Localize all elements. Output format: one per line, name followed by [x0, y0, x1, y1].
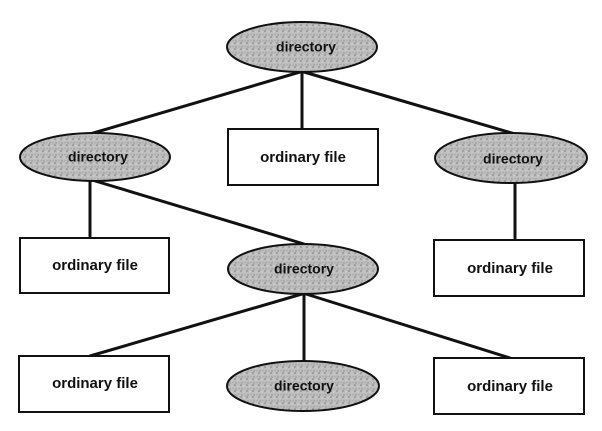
- file-node-bottom-right: ordinary file: [433, 357, 585, 415]
- edge-dir-middle-to-file-bottom-left: [88, 292, 304, 358]
- directory-node-left: directory: [19, 132, 171, 182]
- node-label: ordinary file: [52, 257, 138, 274]
- file-node-left-child: ordinary file: [19, 237, 170, 294]
- edge-root-to-dir-left: [88, 70, 302, 136]
- directory-node-bottom: directory: [226, 360, 380, 412]
- file-node-bottom-left: ordinary file: [18, 355, 170, 413]
- file-node-right-child: ordinary file: [433, 239, 585, 297]
- node-label: directory: [483, 151, 543, 167]
- directory-node-middle: directory: [227, 243, 379, 295]
- node-label: ordinary file: [467, 378, 553, 395]
- directory-node-root: directory: [226, 21, 378, 73]
- file-node-top-middle: ordinary file: [227, 128, 379, 186]
- directory-node-right: directory: [434, 132, 588, 184]
- node-label: ordinary file: [467, 260, 553, 277]
- edge-dir-middle-to-file-bottom-right: [304, 292, 512, 360]
- edge-dir-left-to-dir-middle: [90, 178, 306, 246]
- node-label: directory: [274, 378, 334, 394]
- node-label: ordinary file: [52, 375, 138, 392]
- edge-root-to-dir-right: [302, 70, 517, 136]
- node-label: ordinary file: [260, 149, 346, 166]
- node-label: directory: [274, 261, 334, 277]
- node-label: directory: [68, 149, 128, 165]
- node-label: directory: [276, 39, 336, 55]
